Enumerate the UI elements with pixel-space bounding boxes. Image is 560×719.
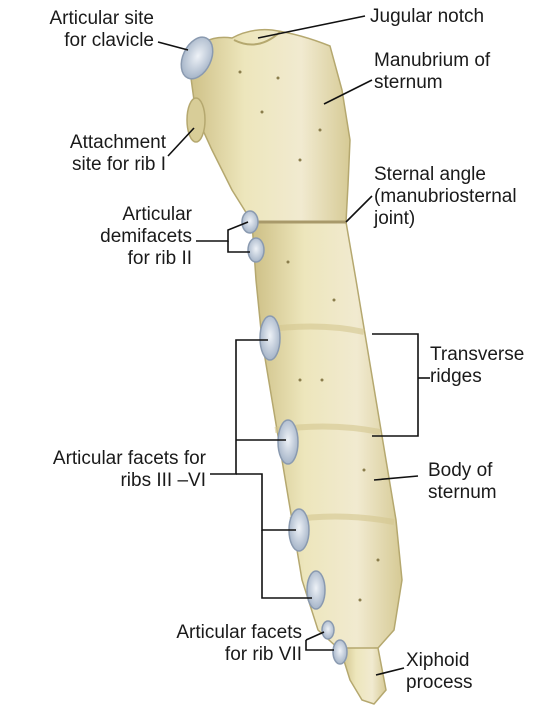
label-transverse-ridges: Transverse ridges: [430, 344, 524, 388]
clavicle-articular-site: [180, 36, 214, 80]
label-line: Articular facets for: [52, 448, 206, 469]
label-line: (manubriosternal: [374, 186, 517, 207]
label-facets-rib7: Articular facets for rib VII: [100, 622, 302, 666]
rib4-facet: [277, 419, 299, 465]
label-manubrium: Manubrium of sternum: [374, 50, 490, 94]
rib2-demifacet: [241, 210, 259, 234]
label-attachment-rib1: Attachment site for rib I: [10, 132, 166, 176]
rib7-facet: [321, 620, 335, 640]
label-line: process: [406, 672, 473, 693]
label-articular-site-clavicle: Articular site for clavicle: [2, 8, 154, 52]
label-line: sternum: [428, 482, 497, 503]
label-line: sternum: [374, 72, 443, 93]
rib6-facet: [306, 570, 326, 610]
label-line: Articular site: [49, 8, 154, 29]
leader-lines: [157, 15, 430, 676]
label-line: Sternal angle: [374, 164, 486, 185]
label-facets-ribs3-6: Articular facets for ribs III –VI: [0, 448, 206, 492]
rib7-facet: [332, 639, 348, 665]
label-demifacets-rib2: Articular demifacets for rib II: [60, 204, 192, 270]
label-line: ridges: [430, 366, 482, 387]
label-line: for rib VII: [224, 644, 302, 665]
label-line: Articular: [122, 204, 192, 225]
rib3-facet: [259, 315, 281, 361]
label-line: joint): [374, 208, 416, 229]
label-line: Body of: [428, 460, 493, 481]
label-line: Articular facets: [176, 622, 302, 643]
xiphoid-process: [338, 647, 387, 705]
label-jugular-notch: Jugular notch: [370, 6, 484, 28]
label-line: Transverse: [430, 344, 525, 365]
label-line: for clavicle: [64, 30, 154, 51]
label-line: demifacets: [100, 226, 192, 247]
manubrium: [187, 28, 351, 223]
label-line: Jugular notch: [370, 6, 485, 27]
foramina-dots: [238, 70, 380, 602]
label-body-sternum: Body of sternum: [428, 460, 497, 504]
label-line: Attachment: [69, 132, 166, 153]
rib2-demifacet: [247, 237, 265, 263]
label-sternal-angle: Sternal angle (manubriosternal joint): [374, 164, 517, 230]
label-line: Manubrium of: [374, 50, 491, 71]
label-xiphoid: Xiphoid process: [406, 650, 473, 694]
rib1-attachment-site: [186, 97, 206, 143]
label-line: ribs III –VI: [120, 470, 206, 491]
label-line: for rib II: [127, 248, 192, 269]
label-line: Xiphoid: [406, 650, 470, 671]
label-line: site for rib I: [72, 154, 166, 175]
